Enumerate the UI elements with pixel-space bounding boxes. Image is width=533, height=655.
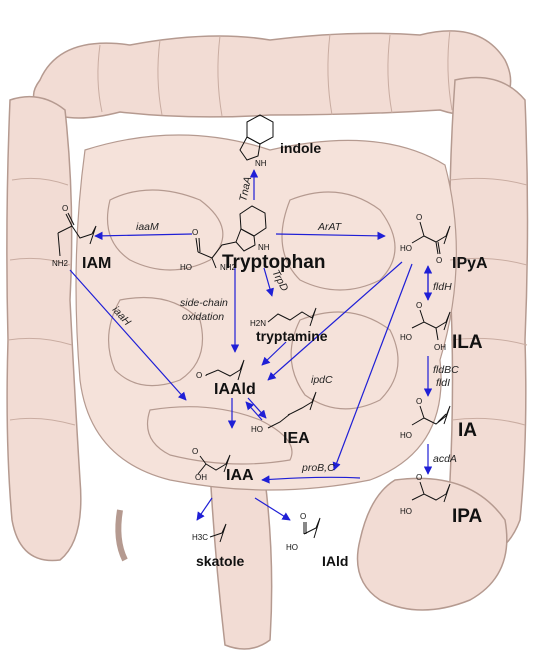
enzyme-arat: ArAT bbox=[317, 221, 343, 233]
iaald-label: IAAld bbox=[214, 381, 256, 398]
arrow-tryptamine-to-iaald bbox=[261, 341, 287, 366]
iaa-o-atom: O bbox=[192, 447, 198, 456]
arrow-ipya-down bbox=[332, 263, 413, 471]
iald-ho-atom: HO bbox=[286, 543, 298, 552]
ipya-o2-atom: O bbox=[436, 256, 442, 265]
tryptamine-label: tryptamine bbox=[256, 328, 328, 344]
arrow-iaa-to-iald bbox=[254, 497, 291, 521]
colon-haustra bbox=[7, 29, 528, 426]
ipya-ho-atom: HO bbox=[400, 244, 412, 253]
iaa-structure: OH O bbox=[192, 447, 231, 482]
ila-ho-atom: HO bbox=[400, 333, 412, 342]
iaa-oh-atom: OH bbox=[195, 473, 207, 482]
iea-ho-atom: HO bbox=[251, 425, 263, 434]
tryptophan-ho-atom: HO bbox=[180, 263, 192, 272]
tryptophan-o-atom: O bbox=[192, 228, 198, 237]
enzyme-ipdc: ipdC bbox=[311, 374, 333, 386]
enzyme-acda: acdA bbox=[433, 453, 457, 465]
ila-label: ILA bbox=[452, 332, 483, 353]
enzyme-iaam: iaaM bbox=[136, 221, 159, 233]
ipa-label: IPA bbox=[452, 506, 483, 527]
arrow-trp-to-iam bbox=[94, 231, 193, 241]
skatole-h3c-atom: H3C bbox=[192, 533, 208, 542]
ia-o-atom: O bbox=[416, 397, 422, 406]
enzyme-side-chain: side-chain bbox=[180, 297, 228, 309]
enzyme-labels: TnaA iaaM ArAT iaaH TrpD side-chain oxid… bbox=[110, 176, 459, 474]
ila-oh-atom: OH bbox=[434, 343, 446, 352]
enzyme-fldi: fldI bbox=[436, 377, 450, 389]
ia-label: IA bbox=[458, 420, 477, 441]
arrow-iaald-to-iea bbox=[247, 397, 267, 419]
arrow-iea-to-iaald bbox=[245, 401, 263, 421]
ipa-o-atom: O bbox=[416, 473, 422, 482]
enzyme-fldbc: fldBC bbox=[433, 364, 459, 376]
indole-structure: NH bbox=[239, 114, 274, 168]
compound-labels: indole Tryptophan IAM tryptamine IAAld I… bbox=[82, 140, 488, 569]
tryptophan-structure: NH O HO NH2 bbox=[180, 205, 270, 272]
ipya-o-atom: O bbox=[416, 213, 422, 222]
ipa-ho-atom: HO bbox=[400, 507, 412, 516]
iald-label: IAld bbox=[322, 553, 348, 569]
iald-o-atom: O bbox=[300, 512, 306, 521]
iaald-structure: O bbox=[196, 359, 245, 381]
ipya-label: IPyA bbox=[452, 255, 488, 272]
arrow-trp-to-tryptamine bbox=[263, 267, 274, 297]
enzyme-probc: proB,C bbox=[301, 462, 335, 474]
skatole-structure: H3C bbox=[192, 523, 227, 543]
ia-ho-atom: HO bbox=[400, 431, 412, 440]
iam-label: IAM bbox=[82, 255, 111, 272]
arrow-probc-to-iaa bbox=[261, 475, 361, 484]
skatole-label: skatole bbox=[196, 553, 244, 569]
tryptophan-nh2-atom: NH2 bbox=[220, 263, 237, 272]
iea-label: IEA bbox=[283, 430, 310, 447]
iaa-label: IAA bbox=[226, 467, 254, 484]
ipya-structure: HO O O bbox=[400, 213, 451, 265]
small-intestine bbox=[75, 134, 457, 491]
iam-o-atom: O bbox=[62, 204, 68, 213]
tryptophan-label: Tryptophan bbox=[222, 252, 325, 273]
tryptophan-nh-atom: NH bbox=[258, 243, 270, 252]
ila-structure: HO O OH bbox=[400, 301, 451, 352]
indole-nh-atom: NH bbox=[255, 159, 267, 168]
tryptamine-structure: H2N bbox=[250, 307, 317, 328]
appendix bbox=[115, 509, 128, 562]
iam-nh2-atom: NH2 bbox=[52, 259, 69, 268]
enzyme-tnaa: TnaA bbox=[237, 176, 254, 203]
iaald-o-atom: O bbox=[196, 371, 202, 380]
reaction-arrows bbox=[69, 169, 433, 521]
iam-structure: O NH2 bbox=[52, 204, 97, 268]
ipa-structure: HO O bbox=[400, 473, 451, 516]
ila-o-atom: O bbox=[416, 301, 422, 310]
arrow-iam-to-iaald bbox=[69, 269, 187, 401]
arrow-trp-to-ipya bbox=[275, 231, 386, 241]
structures: NH NH O HO NH2 O NH2 H2N O bbox=[52, 114, 451, 552]
iald-structure: HO O bbox=[286, 512, 321, 552]
indole-label: indole bbox=[280, 140, 321, 156]
enzyme-oxidation: oxidation bbox=[182, 311, 224, 323]
arrow-ipya-to-iaald bbox=[267, 261, 403, 381]
enzyme-fldh: fldH bbox=[433, 281, 452, 293]
arrow-iaa-to-skatole bbox=[196, 497, 213, 521]
iea-structure: HO bbox=[251, 391, 317, 434]
tryptamine-h2n-atom: H2N bbox=[250, 319, 266, 328]
ia-structure: HO O bbox=[400, 397, 451, 440]
